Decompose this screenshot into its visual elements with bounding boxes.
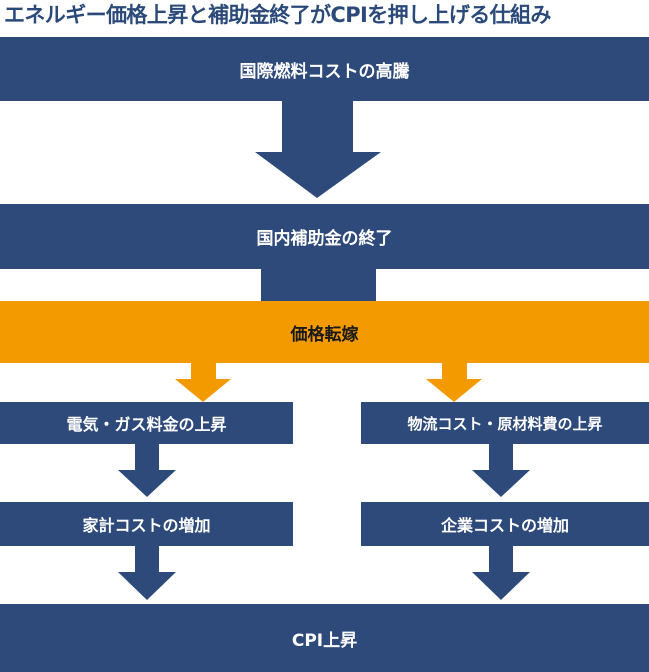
node-subsidy-end-label: 国内補助金の終了 xyxy=(256,229,393,249)
node-household-cost-label: 家計コストの増加 xyxy=(82,516,211,535)
node-fuel-cost: 国際燃料コストの高騰 xyxy=(0,37,649,101)
node-household-cost: 家計コストの増加 xyxy=(0,502,293,546)
arrow-household-to-cpi xyxy=(118,545,176,600)
node-corporate-cost-label: 企業コストの増加 xyxy=(440,516,569,535)
arrow-pass-to-utility xyxy=(175,362,231,402)
node-logistics-rise-label: 物流コスト・原材料費の上昇 xyxy=(407,414,603,433)
arrow-pass-to-logistics xyxy=(426,362,482,402)
arrow-fuel-to-subsidy xyxy=(255,100,381,198)
diagram-title: エネルギー価格上昇と補助金終了がCPIを押し上げる仕組み xyxy=(4,3,551,27)
node-price-pass: 価格転嫁 xyxy=(0,301,649,363)
node-cpi-rise-label: CPI上昇 xyxy=(291,630,358,651)
connector-subsidy-to-pass xyxy=(261,268,376,302)
arrow-corporate-to-cpi xyxy=(472,545,530,600)
node-cpi-rise: CPI上昇 xyxy=(0,604,649,672)
node-corporate-cost: 企業コストの増加 xyxy=(361,502,649,546)
node-logistics-rise: 物流コスト・原材料費の上昇 xyxy=(361,402,649,444)
node-utility-rise-label: 電気・ガス料金の上昇 xyxy=(66,415,227,434)
node-fuel-cost-label: 国際燃料コストの高騰 xyxy=(239,61,410,82)
node-price-pass-label: 価格転嫁 xyxy=(290,324,359,345)
node-subsidy-end: 国内補助金の終了 xyxy=(0,204,649,269)
arrow-logistics-to-corporate xyxy=(472,443,530,497)
node-utility-rise: 電気・ガス料金の上昇 xyxy=(0,402,293,444)
arrow-utility-to-household xyxy=(118,443,176,497)
